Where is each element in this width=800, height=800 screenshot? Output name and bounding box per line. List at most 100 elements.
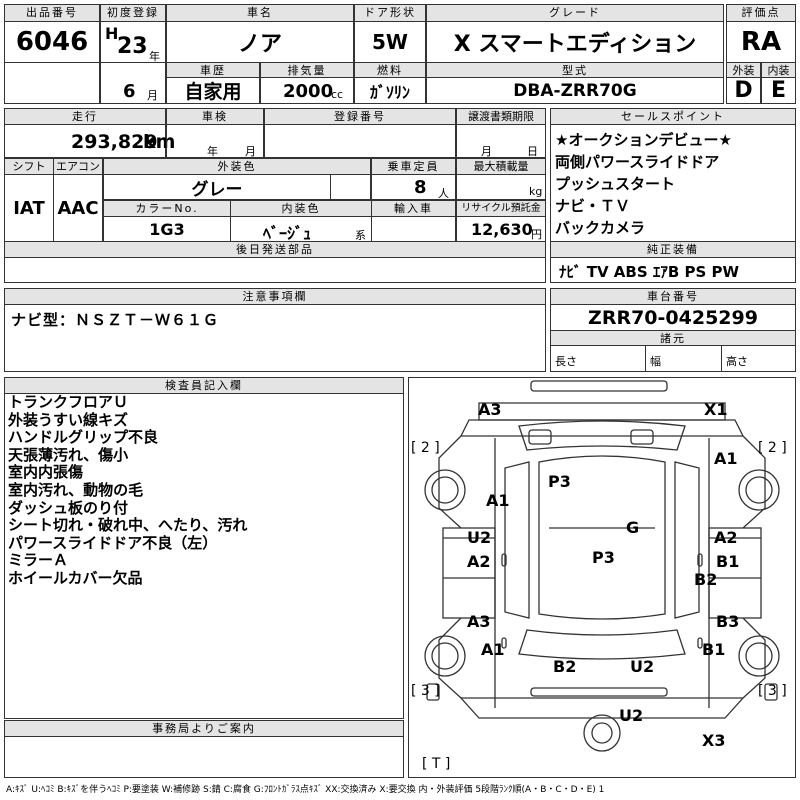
type-label: 型式 <box>426 62 724 78</box>
width-cell: 幅 <box>645 345 722 372</box>
era: H <box>105 24 119 43</box>
damage-mark: U2 <box>630 657 655 676</box>
inspector-label: 検査員記入欄 <box>4 377 404 394</box>
load-unit: kg <box>529 185 543 198</box>
dims-label: 諸元 <box>550 330 796 346</box>
car-diagram <box>408 377 796 778</box>
damage-mark: X1 <box>704 400 728 419</box>
equipment-label: 純正装備 <box>550 241 796 258</box>
transfer-cell: 月 日 <box>456 124 546 158</box>
reg-year-cell: H 23 年 <box>100 21 166 63</box>
equipment-value: ﾅﾋﾞ TV ABS ｴｱB PS PW <box>550 257 796 283</box>
damage-mark: P3 <box>548 472 571 491</box>
damage-mark: A3 <box>467 612 491 631</box>
damage-mark: A1 <box>486 491 510 510</box>
reg-month: 6 <box>123 81 136 102</box>
capacity-unit: 人 <box>438 187 449 200</box>
damage-mark: U2 <box>619 706 644 725</box>
type-value: DBA-ZRR70G <box>426 77 724 104</box>
recycle-unit: 円 <box>531 228 542 241</box>
damage-mark: A3 <box>478 400 502 419</box>
mileage-label: 走行 <box>4 108 166 125</box>
damage-mark: P3 <box>592 548 615 567</box>
inspector-line: 室内内張傷 <box>8 463 84 482</box>
inspection-month-unit: 月 <box>245 145 256 158</box>
exterior-label: 外装 <box>726 62 761 78</box>
sales-point-list: ★オークションデビュー★ 両側パワースライドドア プッシュスタート ナビ・ＴＶ … <box>550 124 796 242</box>
lot-blank <box>4 62 100 104</box>
score-label: 評価点 <box>726 4 796 22</box>
inspector-line: シート切れ・破れ中、へたり、汚れ <box>8 516 248 535</box>
year-unit: 年 <box>149 50 160 63</box>
damage-mark: [ 3 ] <box>411 683 440 699</box>
damage-mark: G <box>626 518 640 537</box>
transfer-month-unit: 月 <box>481 145 492 158</box>
interior-score: E <box>761 77 796 104</box>
doors-label: ドア形状 <box>354 4 426 22</box>
inspector-line: ダッシュ板のり付 <box>8 498 129 517</box>
model-label: 車名 <box>166 4 354 22</box>
load-cell: kg <box>456 174 546 200</box>
sales-point-item: ★オークションデビュー★ <box>555 131 732 149</box>
color-label: 外装色 <box>103 158 371 175</box>
damage-mark: A1 <box>481 640 505 659</box>
import-label: 輸入車 <box>371 200 456 217</box>
damage-mark: [ 3 ] <box>758 683 787 699</box>
interior-label: 内装 <box>761 62 796 78</box>
capacity-cell: 8 人 <box>371 174 456 200</box>
import-cell <box>371 216 456 242</box>
grade-label: グレード <box>426 4 724 22</box>
sales-point-item: ナビ・ＴＶ <box>555 197 631 215</box>
damage-mark: [ T ] <box>422 756 451 772</box>
history-label: 車歴 <box>166 62 260 78</box>
damage-mark: B3 <box>716 612 740 631</box>
later-parts-label: 後日発送部品 <box>4 241 546 258</box>
office-label: 事務局よりご案内 <box>4 720 404 737</box>
reg-month-cell: 6 月 <box>100 62 166 104</box>
mileage-value: 293,829 <box>71 131 158 153</box>
damage-mark: U2 <box>467 528 492 547</box>
damage-mark: [ 2 ] <box>411 440 440 456</box>
displacement-label: 排気量 <box>260 62 354 78</box>
load-label: 最大積載量 <box>456 158 546 175</box>
damage-mark: A2 <box>467 552 491 571</box>
sales-point-label: セールスポイント <box>550 108 796 125</box>
inspector-line: ハンドルグリップ不良 <box>8 428 159 447</box>
later-parts-cell <box>4 257 546 283</box>
inspector-line: 天張薄汚れ、傷小 <box>8 445 129 464</box>
damage-mark: B2 <box>694 570 718 589</box>
sales-point-item: プッシュスタート <box>555 175 676 193</box>
color-value: グレー <box>103 174 331 200</box>
lot-label: 出品番号 <box>4 4 100 22</box>
transfer-label: 譲渡書類期限 <box>456 108 546 125</box>
inspector-line: ミラーＡ <box>8 551 69 570</box>
sales-point-item: バックカメラ <box>555 219 646 237</box>
reg-label: 初度登録 <box>100 4 166 22</box>
inspection-label: 車検 <box>166 108 264 125</box>
capacity-label: 乗車定員 <box>371 158 456 175</box>
height-cell: 高さ <box>721 345 796 372</box>
ac-label: エアコン <box>53 158 103 175</box>
inspector-line: トランクフロアＵ <box>8 393 129 411</box>
ac-value: AAC <box>53 174 103 242</box>
mileage-unit: km <box>143 131 176 153</box>
lot-number: 6046 <box>4 21 100 63</box>
damage-mark: X3 <box>702 731 726 750</box>
inspector-line: 室内汚れ、動物の毛 <box>8 480 144 499</box>
regno-cell <box>264 124 456 158</box>
colorno-value: 1G3 <box>103 216 231 242</box>
model-name: ノア <box>166 21 354 63</box>
shift-value: IAT <box>4 174 54 242</box>
displacement-cell: 2000 cc <box>260 77 354 104</box>
length-cell: 長さ <box>550 345 646 372</box>
doors-value: 5W <box>354 21 426 63</box>
chassis-number: ZRR70-0425299 <box>550 304 796 331</box>
fuel-value: ｶﾞｿﾘﾝ <box>354 77 426 104</box>
recycle-label: リサイクル預託金 <box>456 200 546 217</box>
notes-text: ナビ型：ＮＳＺＴ－Ｗ６１Ｇ <box>4 304 546 372</box>
inspector-line: パワースライドドア不良（左） <box>8 533 218 552</box>
transfer-day-unit: 日 <box>527 145 538 158</box>
exterior-score: D <box>726 77 761 104</box>
chassis-label: 車台番号 <box>550 288 796 305</box>
capacity-value: 8 <box>414 177 427 198</box>
